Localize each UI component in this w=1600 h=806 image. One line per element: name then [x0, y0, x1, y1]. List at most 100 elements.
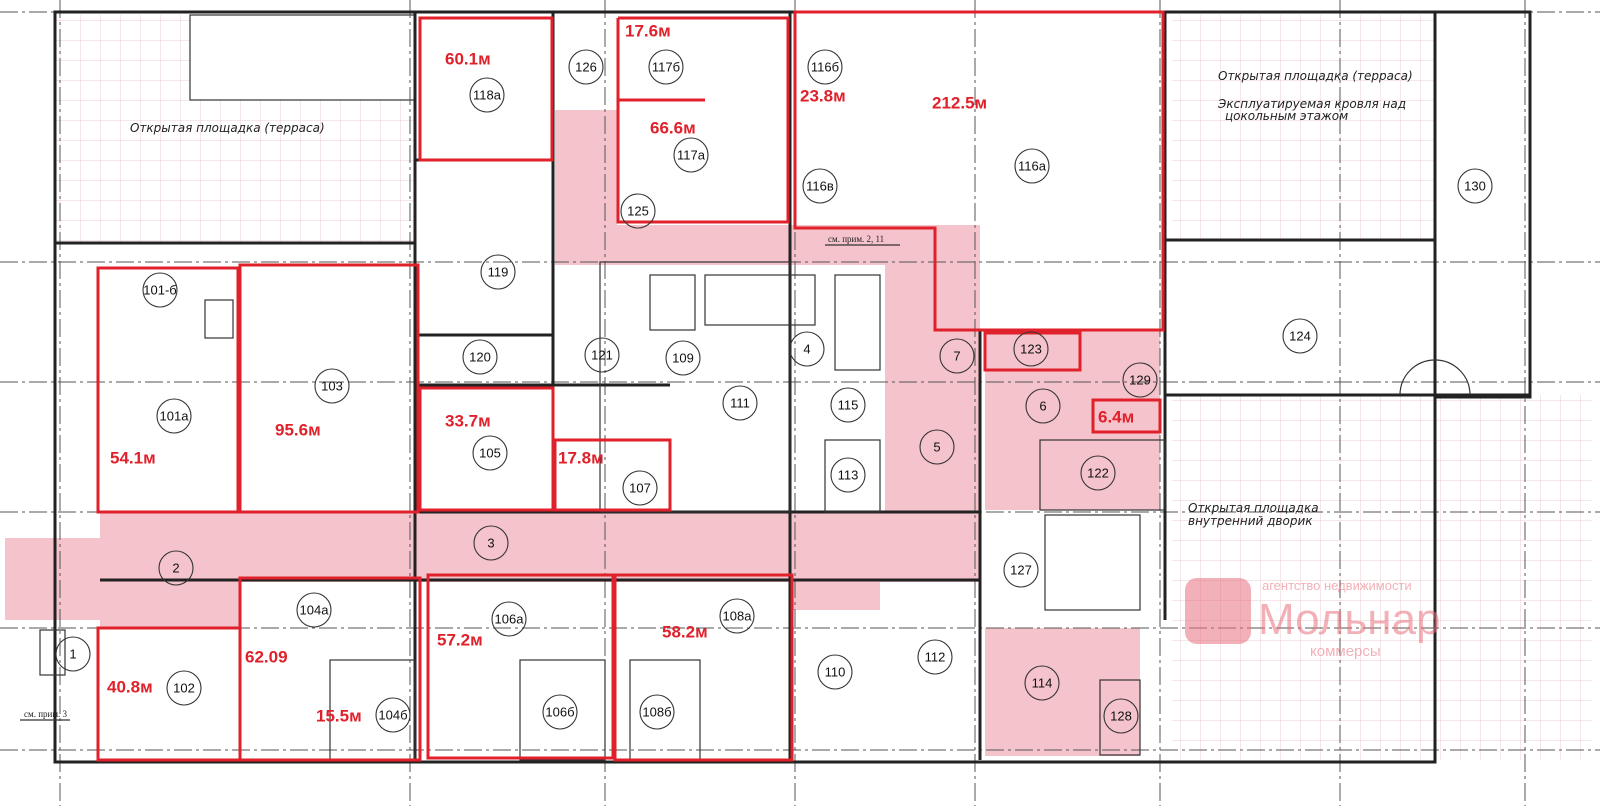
room-circle [55, 636, 91, 672]
note-ref-2-11: см. прим. 2, 11 [828, 234, 884, 244]
room-marker: 5 [919, 429, 955, 465]
room-marker: 108б [639, 694, 675, 730]
room-circle [648, 49, 684, 85]
room-circle [166, 670, 202, 706]
room-circle [375, 697, 411, 733]
room-circle [1013, 331, 1049, 367]
room-marker: 118а [469, 77, 505, 113]
room-number: 5 [933, 440, 940, 455]
room-circle [156, 398, 192, 434]
room-number: 3 [487, 536, 494, 551]
watermark-bottom: коммерсы [1310, 643, 1381, 660]
room-number: 110 [825, 665, 846, 680]
room-number: 118а [473, 88, 502, 103]
room-number: 117б [652, 60, 680, 75]
room-circle [807, 49, 843, 85]
room-circle [917, 639, 953, 675]
highlighted-units [96, 10, 1165, 762]
room-circle [665, 340, 701, 376]
room-marker: 120 [462, 339, 498, 375]
room-number: 102 [173, 681, 195, 696]
room-circle [919, 429, 955, 465]
room-circle [830, 457, 866, 493]
room-marker: 111 [722, 385, 758, 421]
room-circle [620, 193, 656, 229]
note-yard-1: Открытая площадка [1188, 501, 1319, 515]
area-label: 40.8м [107, 678, 153, 697]
room-marker: 115 [830, 387, 866, 423]
room-number: 121 [591, 348, 613, 363]
room-marker: 102 [166, 670, 202, 706]
room-number: 4 [803, 342, 810, 357]
room-marker: 104б [375, 697, 411, 733]
room-marker: 121 [584, 337, 620, 373]
room-number: 101а [160, 409, 190, 424]
room-marker: 113 [830, 457, 866, 493]
area-label: 60.1м [445, 50, 491, 69]
room-circle [472, 435, 508, 471]
area-label: 17.8м [558, 449, 604, 468]
inner-yard [1172, 395, 1592, 760]
room-circle [939, 338, 975, 374]
room-circle [789, 331, 825, 367]
area-label: 66.6м [650, 119, 696, 138]
room-marker: 117б [648, 49, 684, 85]
room-marker: 126 [568, 49, 604, 85]
common-corridors [5, 110, 1160, 756]
room-marker: 119 [480, 254, 516, 290]
room-circle [462, 339, 498, 375]
room-number: 106а [495, 612, 525, 627]
note-terrace-right: Открытая площадка (терраса) [1218, 69, 1413, 83]
room-circle [817, 654, 853, 690]
room-marker: 129 [1122, 362, 1158, 398]
room-circle [719, 598, 755, 634]
room-marker: 130 [1457, 168, 1493, 204]
room-number: 128 [1110, 709, 1132, 724]
room-number: 126 [575, 60, 597, 75]
area-label: 15.5м [316, 707, 362, 726]
room-marker: 107 [622, 470, 658, 506]
room-marker: 125 [620, 193, 656, 229]
room-circle [142, 272, 178, 308]
area-label: 6.4м [1098, 408, 1134, 427]
room-number: 129 [1129, 373, 1151, 388]
room-circle [296, 592, 332, 628]
room-number: 111 [730, 396, 750, 411]
room-circle [1457, 168, 1493, 204]
room-number: 116а [1018, 159, 1047, 174]
room-marker: 106б [542, 694, 578, 730]
terrace-block [189, 14, 416, 101]
room-marker: 122 [1080, 455, 1116, 491]
room-number: 112 [925, 650, 946, 665]
room-number: 105 [479, 446, 501, 461]
room-circle [1003, 552, 1039, 588]
room-circle [491, 601, 527, 637]
room-circle [802, 168, 838, 204]
room-circle [622, 470, 658, 506]
area-label: 62.09 [245, 648, 288, 667]
watermark-top: агентство недвижимости [1262, 578, 1412, 593]
room-marker: 110 [817, 654, 853, 690]
room-circle [639, 694, 675, 730]
room-circle [469, 77, 505, 113]
room-marker: 101-б [142, 272, 178, 308]
room-number: 109 [672, 351, 694, 366]
room-number: 114 [1032, 676, 1053, 691]
note-ref-3: см. прим. 3 [24, 709, 68, 719]
room-marker: 124 [1282, 318, 1318, 354]
room-number: 123 [1020, 342, 1042, 357]
room-circle [1024, 665, 1060, 701]
room-marker: 6 [1025, 388, 1061, 424]
note-roof-2: цокольным этажом [1225, 109, 1348, 123]
watermark: агентство недвижимости Мольнар коммерсы [1185, 578, 1441, 660]
room-number: 127 [1010, 563, 1032, 578]
room-number: 130 [1464, 179, 1486, 194]
watermark-name: Мольнар [1258, 595, 1441, 644]
room-circle [673, 137, 709, 173]
room-marker: 3 [473, 525, 509, 561]
room-circle [830, 387, 866, 423]
room-circle [480, 254, 516, 290]
